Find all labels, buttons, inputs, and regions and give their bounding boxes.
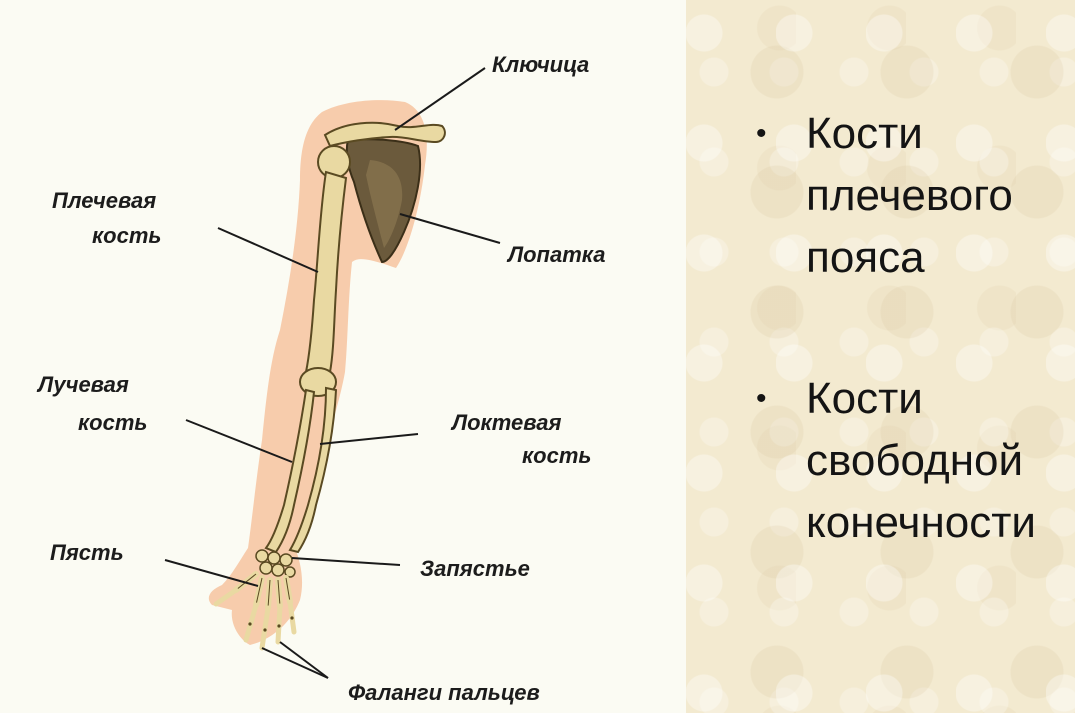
bullet-item-free-limb: • Кости свободной конечности <box>756 368 1066 554</box>
bullet-item-shoulder-girdle: • Кости плечевого пояса <box>756 103 1066 289</box>
label-plechevaya-1: Плечевая <box>52 188 156 213</box>
label-plechevaya-2: кость <box>92 223 161 248</box>
label-loktevaya-1: Локтевая <box>450 410 561 435</box>
label-pyast: Пясть <box>50 540 124 565</box>
carpal-bones <box>256 550 295 577</box>
label-zapyastye: Запястье <box>420 556 530 581</box>
label-luchevaya-1: Лучевая <box>36 372 129 397</box>
humerus-head <box>318 146 350 178</box>
arm-skeleton-diagram: Ключица Плечевая кость Лопатка Лучевая к… <box>0 0 686 713</box>
bullet-marker: • <box>756 103 767 165</box>
label-loktevaya-2: кость <box>522 443 591 468</box>
bullet-marker: • <box>756 368 767 430</box>
label-falangi: Фаланги пальцев <box>348 680 540 705</box>
bullet-text: Кости свободной конечности <box>756 368 1066 554</box>
bullet-panel: • Кости плечевого пояса • Кости свободно… <box>686 0 1075 713</box>
label-klyuchitsa: Ключица <box>492 52 589 77</box>
arm-skeleton-illustration: Ключица Плечевая кость Лопатка Лучевая к… <box>0 0 686 713</box>
label-luchevaya-2: кость <box>78 410 147 435</box>
bullet-text: Кости плечевого пояса <box>756 103 1066 289</box>
label-lopatka: Лопатка <box>506 242 605 267</box>
